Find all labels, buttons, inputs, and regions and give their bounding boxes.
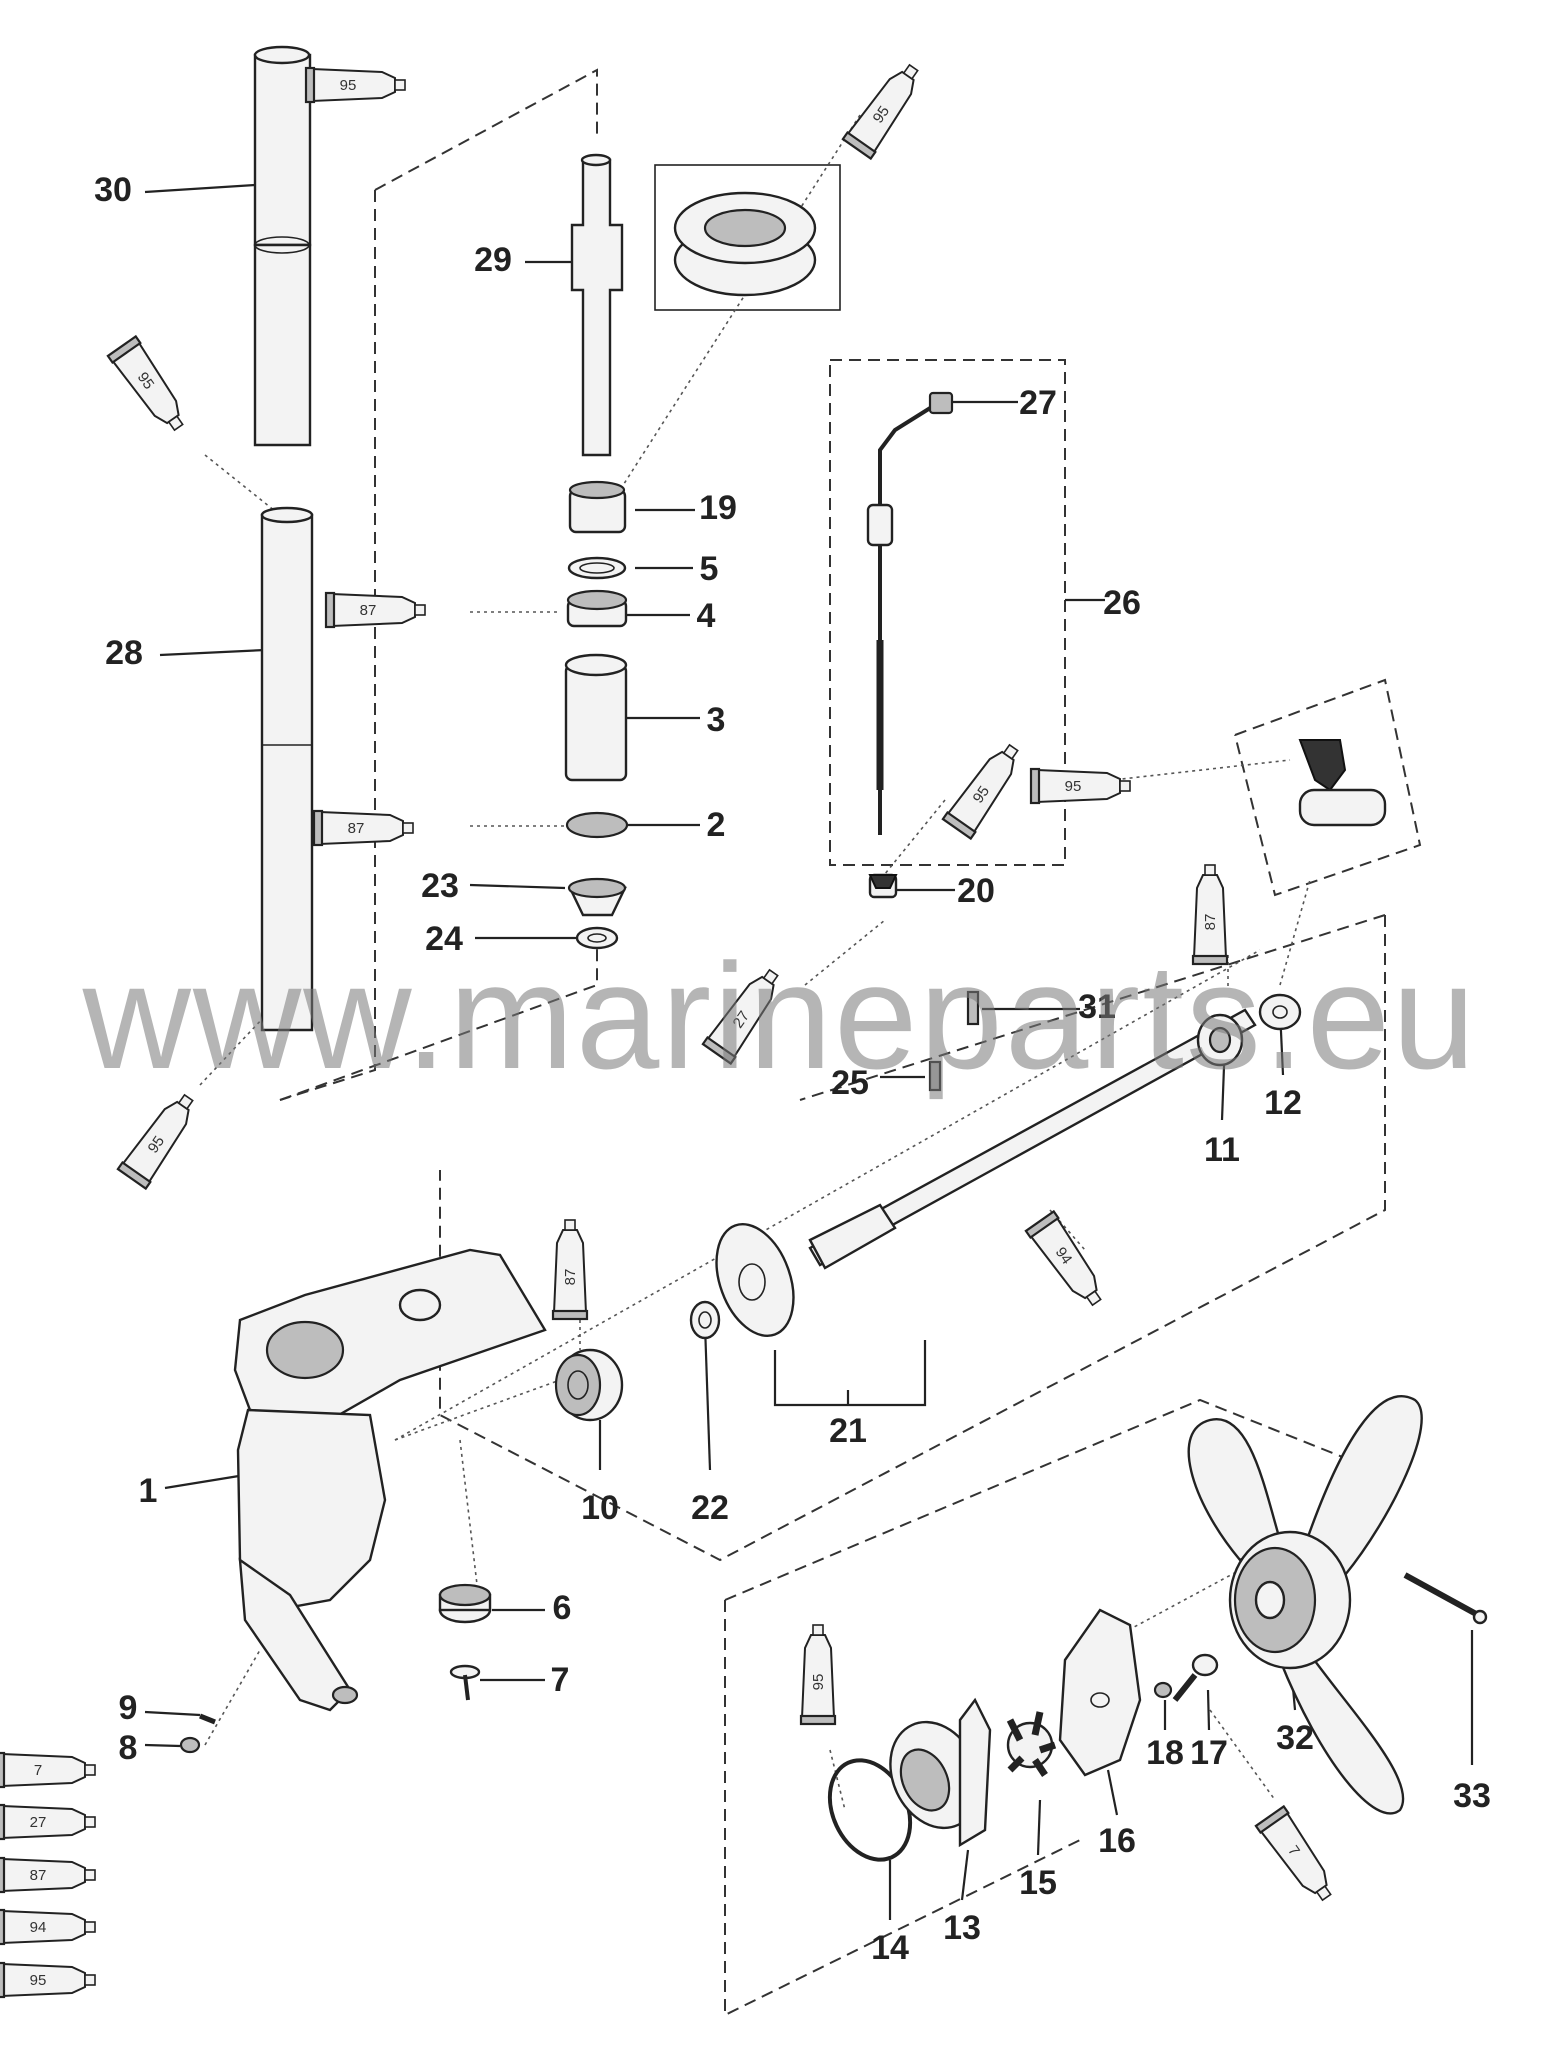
callout-9: 9 (119, 1689, 138, 1727)
shift-rod-26 (866, 391, 954, 899)
lubricant-tube-95: 95 (116, 1093, 194, 1191)
lubricant-tube-label: 87 (30, 1867, 47, 1884)
callout-10: 10 (581, 1489, 619, 1527)
bearing-10 (554, 1348, 624, 1422)
lubricant-tube-label: 94 (1052, 1244, 1075, 1267)
callout-29: 29 (474, 241, 512, 279)
shift-clip-detail (1298, 739, 1387, 827)
callout-8: 8 (119, 1729, 138, 1767)
lubricant-tube-95: 95 (799, 1624, 837, 1726)
drive-shaft-tube-30 (253, 45, 312, 447)
callout-11: 11 (1204, 1131, 1240, 1169)
lubricant-tube-87: 87 (0, 1856, 96, 1894)
lubricant-tube-95: 95 (106, 334, 184, 432)
lubricant-tube-label: 95 (30, 1972, 47, 1989)
callout-19: 19 (699, 489, 737, 527)
lubricant-tube-label: 87 (360, 602, 377, 619)
callout-28: 28 (105, 634, 143, 672)
lubricant-tube-label: 87 (562, 1269, 579, 1286)
drain-screw-9 (199, 1713, 216, 1725)
callout-20: 20 (957, 872, 995, 910)
lubricant-tube-7: 7 (1254, 1804, 1332, 1902)
callout-5: 5 (700, 550, 719, 588)
callout-7: 7 (551, 1661, 570, 1699)
callout-26: 26 (1103, 584, 1141, 622)
lubricant-tube-87: 87 (1191, 864, 1229, 966)
lubricant-tube-label: 7 (34, 1762, 42, 1779)
pump-base-13 (889, 1697, 992, 1848)
callout-23: 23 (421, 867, 459, 905)
water-tube-28 (260, 506, 314, 1032)
propeller-32 (1187, 1395, 1423, 1815)
callout-12: 12 (1264, 1084, 1302, 1122)
screw-7 (449, 1664, 481, 1701)
callout-27: 27 (1019, 384, 1057, 422)
lubricant-tube-94: 94 (0, 1908, 96, 1946)
lubricant-tube-94: 94 (1024, 1209, 1102, 1307)
callout-33: 33 (1453, 1777, 1491, 1815)
leader-lines (144, 79, 1474, 1920)
lubricant-tube-label: 95 (1065, 778, 1082, 795)
lubricant-tube-label: 27 (730, 1008, 753, 1031)
lubricant-tube-87: 87 (324, 591, 426, 629)
anode-6 (438, 1583, 492, 1624)
lubricant-tube-95: 95 (304, 66, 406, 104)
callout-21: 21 (829, 1412, 867, 1450)
part-callouts: 1234567891011121314151617181920212223242… (94, 171, 1491, 1967)
lubricant-tube-label: 87 (348, 820, 365, 837)
callout-2: 2 (707, 806, 726, 844)
lubricant-tube-27: 27 (701, 968, 779, 1066)
callout-1: 1 (139, 1472, 158, 1510)
callout-14: 14 (871, 1929, 909, 1967)
lubricant-tube-87: 87 (312, 809, 414, 847)
callout-3: 3 (707, 701, 726, 739)
lubricant-tube-95: 95 (1029, 767, 1131, 805)
callout-18: 18 (1146, 1734, 1184, 1772)
lubricant-tube-label: 95 (970, 783, 993, 806)
lubricant-tube-7: 7 (0, 1751, 96, 1789)
callout-17: 17 (1190, 1734, 1228, 1772)
callout-13: 13 (943, 1909, 981, 1947)
assembly-boundaries (279, 68, 1422, 2017)
lubricant-tube-label: 95 (145, 1133, 168, 1156)
callout-16: 16 (1098, 1822, 1136, 1860)
seal-washer-8 (179, 1736, 201, 1754)
bolt-17 (1172, 1653, 1219, 1702)
lubricant-tube-95: 95 (0, 1961, 96, 1999)
lubricant-tube-87: 87 (551, 1219, 589, 1321)
drive-shaft-29 (570, 153, 624, 457)
propeller-pin-33 (1403, 1572, 1488, 1625)
callout-32: 32 (1276, 1719, 1314, 1757)
lubricant-tube-label: 95 (134, 369, 157, 392)
impeller-15 (1006, 1711, 1057, 1777)
lubricant-tube-95: 95 (841, 63, 919, 161)
propeller-shaft (808, 990, 1302, 1270)
lubricant-tube-label: 95 (810, 1674, 827, 1691)
washer-18 (1153, 1681, 1173, 1699)
pump-cover-16 (1058, 1608, 1142, 1777)
callout-30: 30 (94, 171, 132, 209)
callout-4: 4 (697, 597, 716, 635)
callout-31: 31 (1078, 988, 1116, 1026)
washer-22 (689, 1300, 721, 1340)
seal-ring-detail (673, 191, 817, 297)
callout-25: 25 (831, 1064, 869, 1102)
lubricant-tube-label: 95 (340, 77, 357, 94)
bearing-stack (564, 480, 629, 950)
lubricant-tube-27: 27 (0, 1803, 96, 1841)
lubricant-tube-label: 87 (1202, 914, 1219, 931)
callout-22: 22 (691, 1489, 729, 1527)
lubricant-tube-label: 95 (870, 103, 893, 126)
lubricant-tube-label: 94 (30, 1919, 47, 1936)
callout-6: 6 (553, 1589, 572, 1627)
lubricant-tube-95: 95 (941, 743, 1019, 841)
lubricant-tube-label: 27 (30, 1814, 47, 1831)
callout-24: 24 (425, 920, 463, 958)
gear-housing-1 (233, 1248, 547, 1712)
callout-15: 15 (1019, 1864, 1057, 1902)
forward-gear-21 (715, 1222, 795, 1338)
